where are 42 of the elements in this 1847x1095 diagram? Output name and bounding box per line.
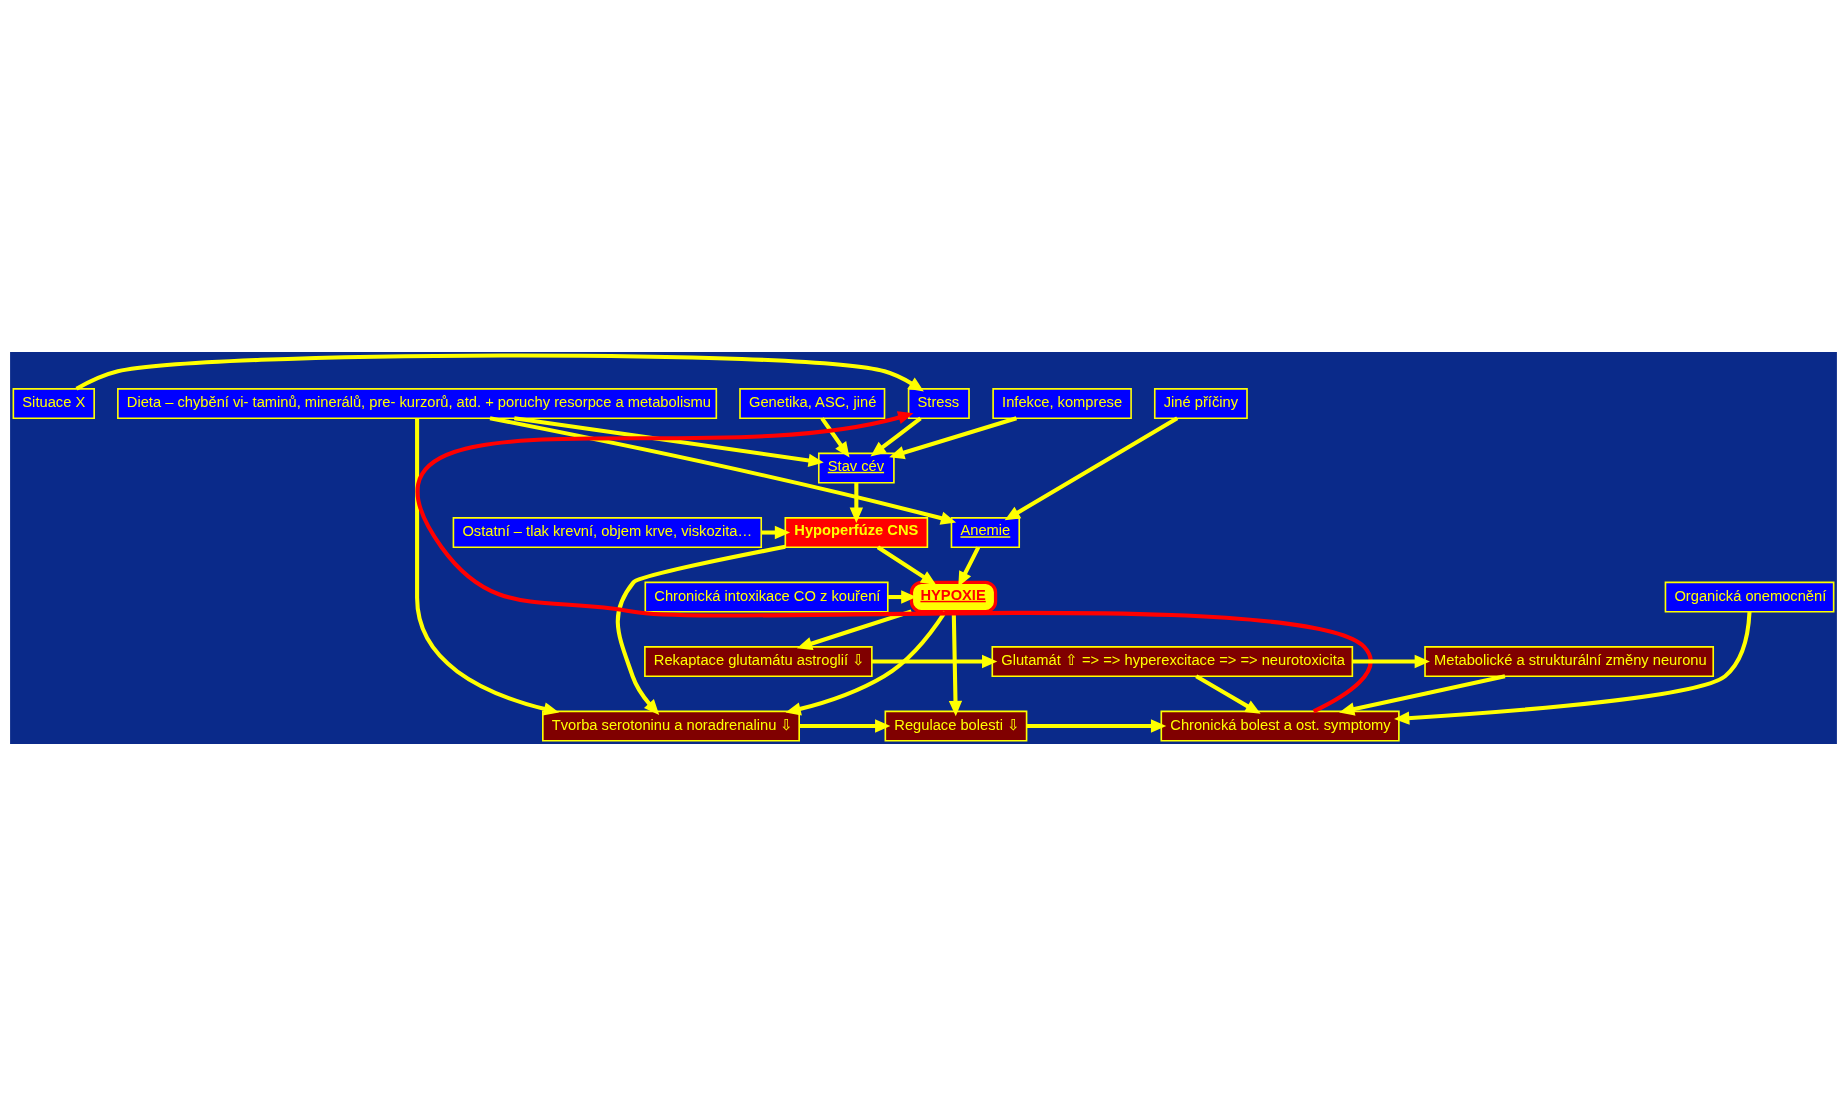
arrow: [820, 416, 850, 457]
node-box: Hypoperfúze CNS: [784, 516, 929, 548]
arrow: [958, 545, 981, 587]
node-box: Stress: [907, 387, 970, 419]
node-box: Regulace bolesti ⇩: [884, 710, 1028, 742]
arrow: [417, 410, 1372, 713]
node-box: Infekce, komprese: [992, 387, 1132, 419]
node-box: Rekaptace glutamátu astroglií ⇩: [644, 645, 873, 677]
arrow: [489, 415, 957, 525]
arrow: [1004, 416, 1179, 520]
arrow: [876, 545, 937, 585]
arrow: [75, 352, 924, 391]
arrow: [1352, 654, 1430, 668]
arrow: [1394, 611, 1752, 725]
arrow: [796, 608, 913, 650]
node-box: Tvorba serotoninu a noradrenalinu ⇩: [542, 710, 800, 742]
arrow: [1195, 674, 1261, 714]
arrow: [1339, 673, 1506, 716]
arrow: [871, 654, 998, 668]
node-box: Jiné příčiny: [1153, 387, 1248, 419]
node-box: HYPOXIE: [909, 580, 998, 613]
node-box: Genetika, ASC, jiné: [739, 387, 886, 419]
arrow: [415, 418, 560, 715]
node-box: Metabolické a strukturální změny neuronu: [1424, 645, 1715, 677]
node-box: Stav cév: [817, 452, 895, 484]
node-box: Ostatní – tlak krevní, objem krve, viskozita…: [452, 516, 763, 548]
node-box: Dieta – chybění vi- taminů, minerálů, pre- kurzorů, atd. + poruchy resorpce a metabolismu: [117, 387, 718, 419]
arrow: [870, 416, 922, 456]
node-box: Chronická bolest a ost. symptomy: [1160, 710, 1400, 742]
arrow: [785, 610, 947, 715]
arrow: [761, 525, 791, 539]
arrow: [1026, 718, 1167, 733]
node-box: Situace X: [12, 387, 95, 419]
node-box: Glutamát ⇧ => => hyperexcitace => => neurotoxicita: [991, 645, 1354, 677]
node-box: Organická onemocnění: [1664, 581, 1835, 613]
node-box: Chronická intoxikace CO z kouření: [644, 581, 889, 613]
arrow: [514, 415, 824, 467]
node-box: Anemie: [950, 516, 1021, 548]
arrow: [799, 718, 891, 733]
arrow: [615, 544, 786, 715]
arrow: [889, 415, 1018, 459]
arrow: [849, 482, 864, 523]
